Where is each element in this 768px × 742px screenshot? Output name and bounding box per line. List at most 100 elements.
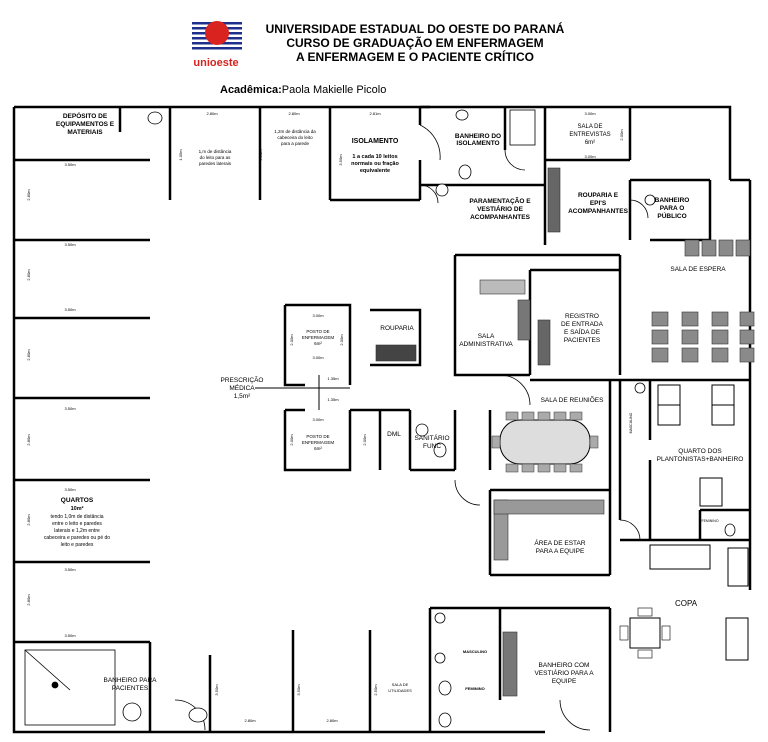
label-quartos-5: laterais e 1,2m entre [54, 528, 100, 534]
copa-table [619, 544, 749, 661]
dim-350-a: 3.50m [64, 162, 76, 167]
label-banheiro-pacientes-2: PACIENTES [112, 685, 149, 692]
header-line-3: A ENFERMAGEM E O PACIENTE CRÍTICO [295, 50, 534, 64]
unioeste-logo [192, 21, 242, 50]
label-quartos-4: entre o leito e paredes [52, 521, 102, 527]
dim-250-side: 2.50m [373, 684, 378, 696]
label-quartos-6: cabeceira e paredes ou pé do [44, 535, 110, 541]
label-quartos-3: tendo 1,0m de distância [50, 514, 103, 520]
label-banheiro-equipe-1: BANHEIRO COM [539, 662, 590, 669]
dim-350-side-c: 3.50m [214, 684, 219, 696]
academic-name: Paola Makielle Picolo [281, 84, 387, 96]
label-banheiro-isolamento-1: BANHEIRO DO [455, 133, 501, 140]
dim-200-posto2r: 2.00m [362, 434, 367, 446]
dim-200-posto2: 2.00m [289, 434, 294, 446]
dim-200-side: 2.00m [619, 129, 624, 141]
label-posto1-1: POSTO DE [306, 329, 329, 334]
note-leito2-1: 1,2m de distância da [274, 129, 316, 134]
academic-line: Acadêmica:Paola Makielle Picolo [220, 84, 386, 96]
prescricao-marker [255, 375, 350, 410]
dimension-labels: 3.50m 3.50m 3.50m 3.50m 3.50m 3.50m 3.50… [26, 111, 624, 723]
label-paramentacao-1: PARAMENTAÇÃO E [469, 196, 531, 205]
label-registro-4: PACIENTES [564, 337, 601, 344]
dim-280-side-a: 2.80m [26, 189, 31, 201]
label-isolamento-note-1: 1 a cada 10 leitos [352, 154, 397, 160]
label-banheiro-equipe-3: EQUIPE [552, 678, 577, 685]
label-quartos-1: QUARTOS [61, 497, 94, 504]
label-posto1-2: ENFERMAGEM [302, 335, 335, 340]
label-quartos-7: leito e paredes [61, 542, 94, 548]
dim-280-bot-b: 2.80m [326, 718, 338, 723]
header-line-2: CURSO DE GRADUAÇÃO EM ENFERMAGEM [286, 36, 544, 50]
label-posto2-1: POSTO DE [306, 434, 329, 439]
label-sala-adm-1: SALA [478, 333, 495, 340]
dim-280-side-b: 2.80m [26, 269, 31, 281]
label-rouparia-epis-2: EPI'S [590, 200, 607, 207]
label-posto1-3: 6m² [314, 341, 322, 346]
label-entrevistas-2: ENTREVISTAS [569, 132, 610, 138]
label-dml: DML [387, 431, 401, 438]
label-posto2-3: 6m² [314, 446, 322, 451]
dim-135-a: 1.35m [327, 376, 339, 381]
note-leito1-3: paredes laterais [199, 161, 232, 166]
label-utilidades-2: UTILIDADES [388, 688, 412, 693]
academic-label: Acadêmica: [220, 84, 282, 96]
dim-281-top: 2.81m [369, 111, 381, 116]
label-isolamento-note-3: equivalente [360, 168, 390, 174]
label-deposito-3: MATERIAIS [67, 129, 103, 136]
label-sala-adm-2: ADMINISTRATIVA [459, 341, 513, 348]
dim-350-e: 3.50m [64, 487, 76, 492]
label-entrevistas-3: 6m² [585, 140, 595, 146]
dim-350-g: 3.50m [64, 633, 76, 638]
dim-280-bot-a: 2.80m [244, 718, 256, 723]
label-deposito-2: EQUIPAMENTOS E [56, 121, 115, 128]
label-plantonistas-1: QUARTO DOS [678, 448, 722, 455]
dim-300-ent: 3.00m [584, 154, 596, 159]
label-banheiro-pacientes-1: BANHEIRO PARA [104, 677, 158, 684]
logo-text: unioeste [193, 57, 239, 69]
note-leito2-2: cabeceira do leito [277, 135, 313, 140]
label-banheiro-equipe-2: VESTIÁRIO PARA A [534, 668, 594, 677]
meeting-table [491, 411, 599, 473]
dim-280-top-a: 2.80m [206, 111, 218, 116]
label-paramentacao-2: VESTIÁRIO DE [477, 204, 524, 213]
label-sala-espera: SALA DE ESPERA [670, 266, 726, 273]
dim-280-top-b: 2.80m [288, 111, 300, 116]
dim-350-side-a: 3.50m [258, 149, 263, 161]
label-utilidades-1: SALA DE [392, 682, 409, 687]
label-paramentacao-3: ACOMPANHANTES [470, 214, 530, 221]
label-entrevistas-1: SALA DE [577, 124, 602, 130]
label-sanitario-1: SANITÁRIO [414, 433, 449, 442]
label-registro-2: DE ENTRADA [561, 321, 604, 328]
dim-280-side-c: 2.80m [26, 349, 31, 361]
label-posto2-2: ENFERMAGEM [302, 440, 335, 445]
room-labels: DEPÓSITO DE EQUIPAMENTOS E MATERIAIS ISO… [44, 111, 743, 693]
dim-300-posto1: 3.00m [312, 313, 324, 318]
dim-280-side-e: 2.80m [26, 514, 31, 526]
label-isolamento: ISOLAMENTO [352, 138, 399, 145]
label-isolamento-note-2: normais ou fração [351, 161, 399, 167]
bunk-beds [657, 384, 735, 507]
dim-200-posto1: 2.00m [289, 334, 294, 346]
label-masculino: MASCULINO [463, 649, 487, 654]
dim-280-side-f: 2.80m [26, 594, 31, 606]
note-leito1-1: 1,m de distância [199, 149, 232, 154]
label-banheiro-publico-3: PÚBLICO [657, 211, 686, 220]
note-leito2-3: para a parede [281, 141, 310, 146]
label-banheiro-publico-1: BANHEIRO [655, 197, 690, 204]
label-deposito-1: DEPÓSITO DE [63, 111, 108, 120]
doors [174, 124, 649, 731]
dim-200-posto1r: 2.00m [339, 334, 344, 346]
label-feminino-small: FEMININO [701, 519, 718, 523]
dim-350-f: 3.50m [64, 567, 76, 572]
dim-300-top: 3.00m [584, 111, 596, 116]
label-sanitario-2: FUNC [423, 443, 441, 450]
header-line-1: UNIVERSIDADE ESTADUAL DO OESTE DO PARANÁ [265, 22, 565, 36]
dim-105-side: 1.05m [178, 149, 183, 161]
label-plantonistas-2: PLANTONISTAS+BANHEIRO [657, 456, 744, 463]
label-rouparia-epis-3: ACOMPANHANTES [568, 208, 628, 215]
label-prescricao-2: MÉDICA [229, 383, 255, 392]
label-prescricao-3: 1,5m² [234, 393, 251, 400]
